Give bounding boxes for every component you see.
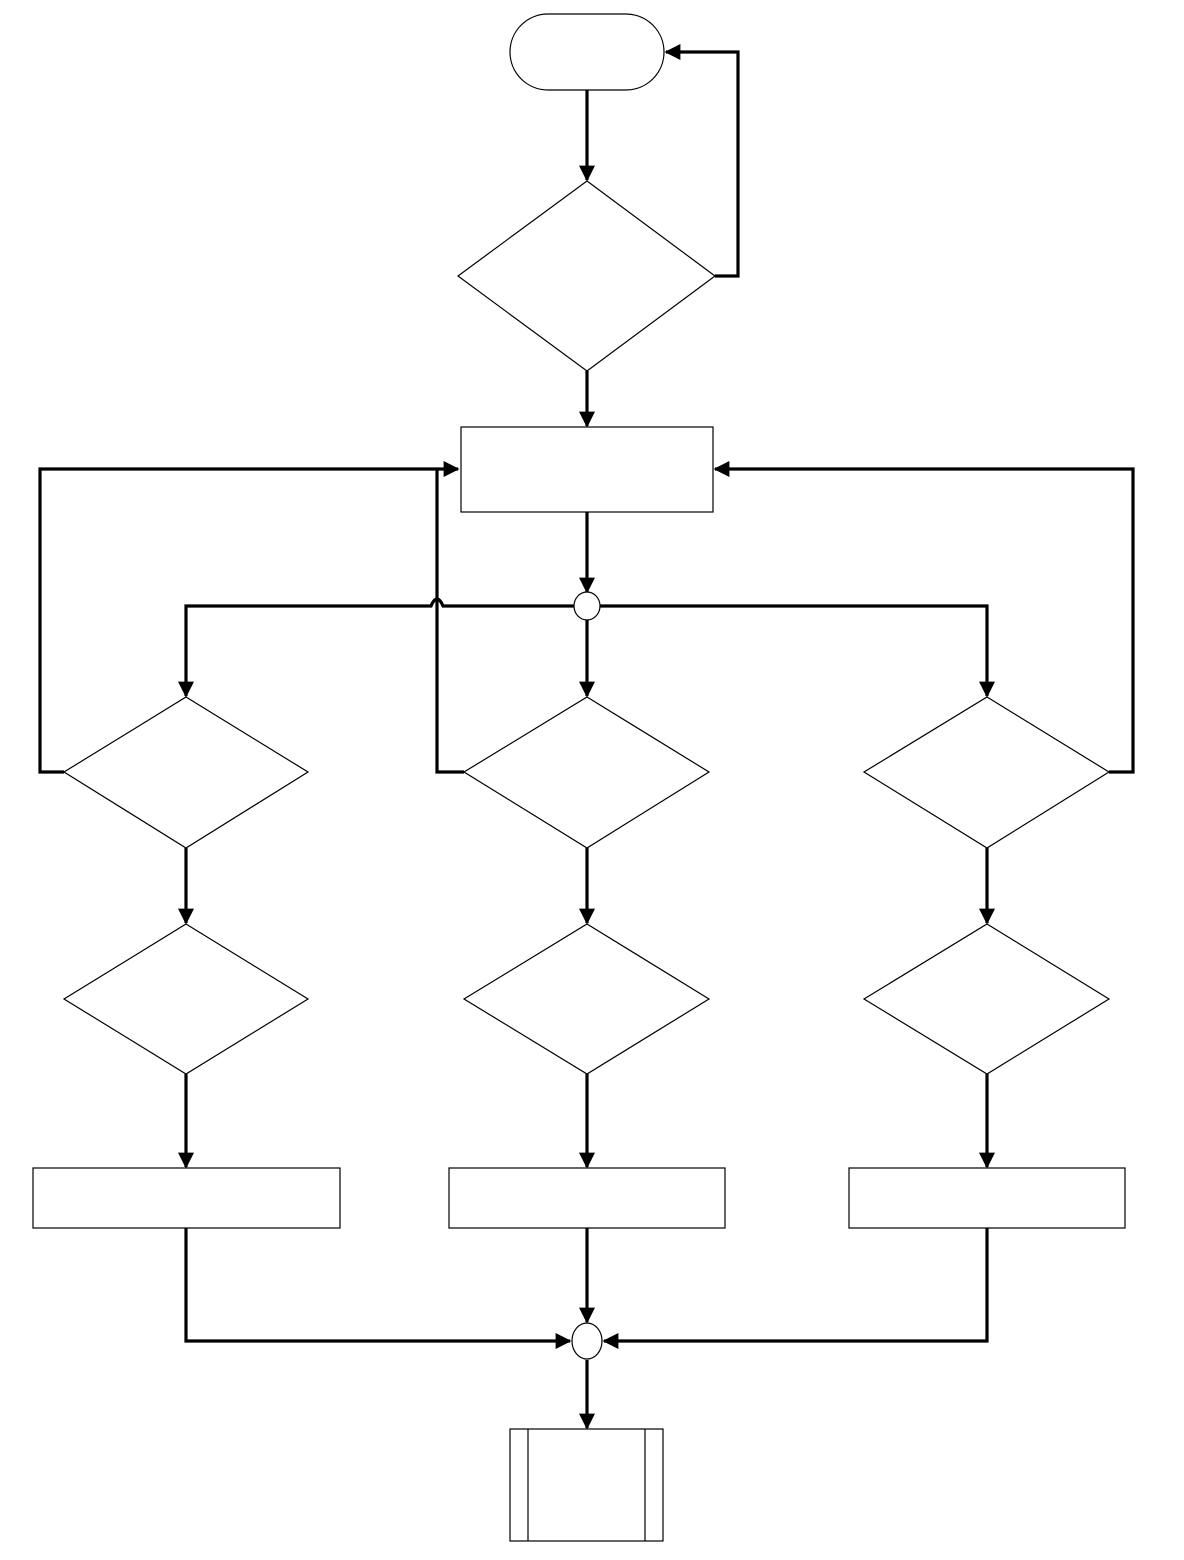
- edge-junction-to-left-branch: [178, 597, 574, 698]
- predefined-process-end: [509, 1428, 664, 1542]
- decision-middle-1: [462, 696, 711, 849]
- edge-middle-loop-to-process-main: [435, 469, 464, 774]
- process-left: [32, 1167, 341, 1229]
- junction-split: [573, 591, 601, 621]
- edge-junction-to-right-branch: [600, 604, 995, 698]
- decision-left-2: [62, 923, 310, 1075]
- edge-left-loop-to-process-main: [38, 461, 460, 774]
- process-main: [460, 426, 714, 513]
- process-right: [848, 1167, 1126, 1229]
- edge-decision-top-loop-to-start: [664, 44, 740, 278]
- decision-right-1: [862, 696, 1111, 849]
- edge-left-process-to-merge: [184, 1228, 572, 1349]
- decision-right-2: [862, 923, 1111, 1075]
- edge-right-loop-to-process-main: [713, 461, 1135, 774]
- edge-right-process-to-merge: [602, 1228, 989, 1349]
- flow-shapes: [32, 13, 1126, 1542]
- junction-merge: [571, 1322, 603, 1360]
- flow-connectors: [38, 44, 1135, 1430]
- decision-left-1: [62, 696, 310, 849]
- start-terminator: [509, 13, 665, 91]
- process-middle: [448, 1167, 726, 1229]
- decision-top: [456, 180, 717, 372]
- decision-middle-2: [462, 923, 711, 1075]
